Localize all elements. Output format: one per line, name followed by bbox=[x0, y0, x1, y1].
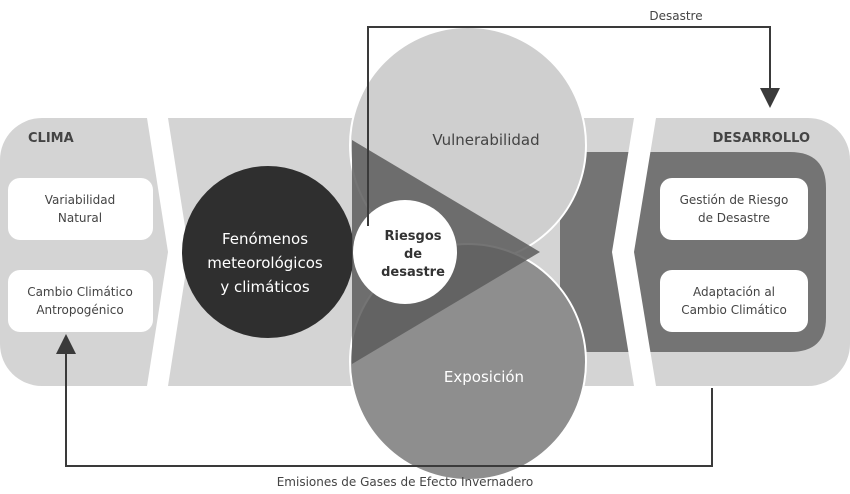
clima-box-variabilidad bbox=[8, 178, 153, 240]
emisiones-label: Emisiones de Gases de Efecto Invernadero bbox=[277, 475, 534, 489]
clima-box-cambio-line2: Antropogénico bbox=[36, 303, 123, 317]
exposicion-label: Exposición bbox=[444, 368, 524, 386]
fenomenos-line1: Fenómenos bbox=[222, 230, 308, 248]
desarrollo-box-adaptacion bbox=[660, 270, 808, 332]
desastre-label: Desastre bbox=[649, 9, 702, 23]
clima-box-variabilidad-line2: Natural bbox=[58, 211, 102, 225]
fenomenos-circle bbox=[182, 166, 354, 338]
clima-box-cambio-line1: Cambio Climático bbox=[27, 285, 133, 299]
clima-box-variabilidad-line1: Variabilidad bbox=[45, 193, 115, 207]
clima-box-cambio bbox=[8, 270, 153, 332]
riesgos-line2: de bbox=[404, 247, 422, 262]
desarrollo-box-adaptacion-line2: Cambio Climático bbox=[681, 303, 787, 317]
desarrollo-box-gestion-line2: de Desastre bbox=[698, 211, 770, 225]
riesgos-line3: desastre bbox=[381, 265, 445, 280]
emisiones-arrow bbox=[56, 334, 713, 467]
riesgos-line1: Riesgos bbox=[385, 229, 442, 244]
desarrollo-box-gestion-line1: Gestión de Riesgo bbox=[680, 193, 789, 207]
fenomenos-line2: meteorológicos bbox=[207, 254, 323, 272]
clima-title: CLIMA bbox=[28, 131, 74, 146]
desarrollo-box-adaptacion-line1: Adaptación al bbox=[693, 285, 775, 299]
desarrollo-box-gestion bbox=[660, 178, 808, 240]
desarrollo-title: DESARROLLO bbox=[713, 131, 810, 146]
fenomenos-line3: y climáticos bbox=[220, 278, 310, 296]
clima-divider bbox=[147, 118, 189, 386]
riesgos-circle bbox=[353, 200, 457, 304]
vulnerabilidad-label: Vulnerabilidad bbox=[432, 131, 539, 149]
desarrollo-divider bbox=[612, 118, 656, 386]
desastre-arrow bbox=[367, 26, 780, 226]
